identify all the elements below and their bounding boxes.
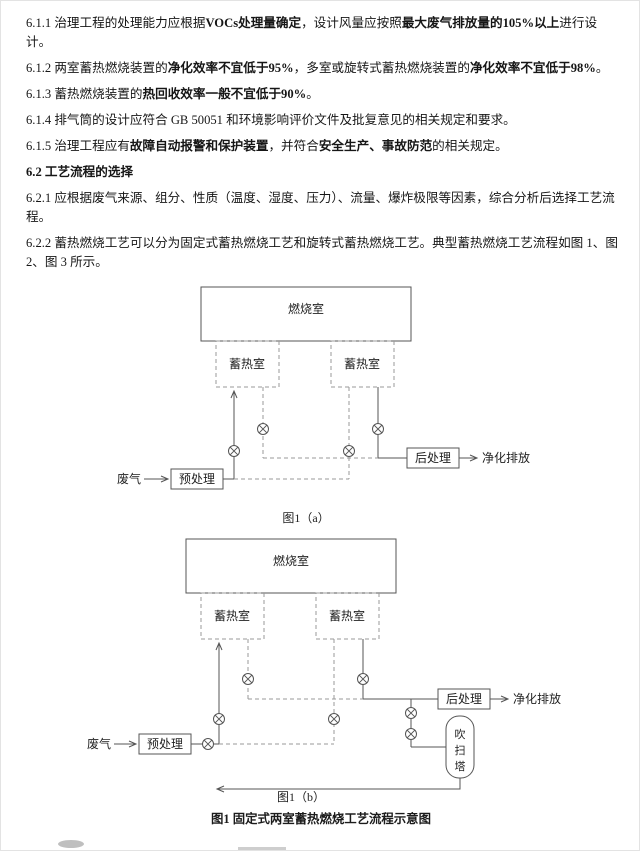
combustion-chamber-box	[200, 286, 412, 342]
regenerator-left-label: 蓄热室	[229, 356, 265, 371]
text-segment: 热回收效率一般不宜低于90%	[142, 87, 307, 101]
diagram-rto-fixed-b: 燃烧室 蓄热室 蓄热室 废气 预处理 后处理 净化排放 吹 扫 塔 图1（b）	[87, 538, 561, 804]
text-segment: ，设计风量应按照	[301, 16, 402, 30]
regenerator-right-box	[330, 340, 395, 388]
valve-icon	[343, 445, 355, 457]
purge-tower-label: 吹 扫 塔	[455, 728, 466, 773]
text-segment: ，并符合	[268, 139, 319, 153]
text-segment: 6.1.2 两室蓄热燃烧装置的	[26, 61, 168, 75]
purge-tower-char: 扫	[455, 744, 466, 757]
regenerator-left-box	[215, 340, 280, 388]
text-segment: ，多室或旋转式蓄热燃烧装置的	[293, 61, 470, 75]
fig-a-piping	[144, 286, 479, 490]
regenerator-left-box	[200, 592, 265, 640]
valve-icon	[357, 673, 369, 685]
combustion-chamber-label: 燃烧室	[273, 553, 309, 568]
para-6-1-5: 6.1.5 治理工程应有故障自动报警和保护装置，并符合安全生产、事故防范的相关规…	[26, 137, 621, 156]
fig-b-piping	[114, 538, 510, 793]
text-segment: 6.1.4 排气筒的设计应符合 GB 50051 和环境影响评价文件及批复意见的…	[26, 113, 516, 127]
para-6-1-2: 6.1.2 两室蓄热燃烧装置的净化效率不宜低于95%，多室或旋转式蓄热燃烧装置的…	[26, 59, 621, 78]
combustion-chamber-box	[185, 538, 397, 594]
purge-tower-char: 吹	[455, 728, 466, 741]
para-6-2-1: 6.2.1 应根据废气来源、组分、性质（温度、湿度、压力）、流量、爆炸极限等因素…	[26, 189, 621, 227]
text-segment: 6.2.1 应根据废气来源、组分、性质（温度、湿度、压力）、流量、爆炸极限等因素…	[26, 191, 615, 224]
fig-a-labels: 燃烧室 蓄热室 蓄热室 废气 预处理 后处理 净化排放 图1（a）	[117, 301, 530, 525]
valve-icon	[213, 713, 225, 725]
diagram-rto-fixed-a: 燃烧室 蓄热室 蓄热室 废气 预处理 后处理 净化排放 图1（a）	[117, 286, 530, 525]
valve-icon	[257, 423, 269, 435]
valve-icon	[405, 707, 417, 719]
regenerator-right-label: 蓄热室	[329, 608, 365, 623]
regenerator-right-label: 蓄热室	[344, 356, 380, 371]
purified-discharge-label: 净化排放	[513, 691, 561, 706]
waste-gas-label: 废气	[117, 471, 141, 486]
text-segment: 故障自动报警和保护装置	[129, 139, 269, 153]
text-segment: 。	[595, 61, 609, 75]
valve-icon	[202, 738, 214, 750]
text-segment: 6.1.3 蓄热燃烧装置的	[26, 87, 143, 101]
valve-icon	[242, 673, 254, 685]
waste-gas-label: 废气	[87, 736, 111, 751]
text-segment: VOCs处理量确定	[205, 16, 302, 30]
para-6-1-4: 6.1.4 排气筒的设计应符合 GB 50051 和环境影响评价文件及批复意见的…	[26, 111, 621, 130]
valve-icon	[405, 728, 417, 740]
purified-discharge-label: 净化排放	[482, 450, 530, 465]
para-6-1-3: 6.1.3 蓄热燃烧装置的热回收效率一般不宜低于90%。	[26, 85, 621, 104]
fig-a-caption: 图1（a）	[282, 511, 329, 525]
text-segment: 进行设计。	[26, 16, 598, 49]
body-text: 6.1.1 治理工程的处理能力应根据VOCs处理量确定，设计风量应按照最大废气排…	[26, 14, 621, 272]
valve-icon	[228, 445, 240, 457]
figure-main-caption: 图1 固定式两室蓄热燃烧工艺流程示意图	[211, 812, 431, 826]
text-segment: 的相关规定。	[432, 139, 508, 153]
text-segment: 最大废气排放量的105%以上	[401, 16, 560, 30]
text-segment: 6.2 工艺流程的选择	[26, 165, 134, 179]
text-segment: 6.2.2 蓄热燃烧工艺可以分为固定式蓄热燃烧工艺和旋转式蓄热燃烧工艺。典型蓄热…	[26, 236, 618, 269]
scan-artifact	[238, 847, 286, 850]
text-segment: 净化效率不宜低于95%	[167, 61, 294, 75]
fig-a-valves	[228, 423, 384, 457]
scan-artifact	[58, 840, 84, 848]
text-segment: 。	[306, 87, 319, 101]
para-6-2-2: 6.2.2 蓄热燃烧工艺可以分为固定式蓄热燃烧工艺和旋转式蓄热燃烧工艺。典型蓄热…	[26, 234, 621, 272]
fig-b-valves	[202, 673, 417, 750]
posttreatment-label: 后处理	[415, 451, 451, 465]
fig-b-labels: 燃烧室 蓄热室 蓄热室 废气 预处理 后处理 净化排放 吹 扫 塔 图1（b）	[87, 553, 561, 804]
text-segment: 6.1.5 治理工程应有	[26, 139, 130, 153]
regenerator-left-label: 蓄热室	[214, 608, 250, 623]
heading-6-2: 6.2 工艺流程的选择	[26, 163, 621, 182]
purge-tower-char: 塔	[455, 760, 466, 773]
combustion-chamber-label: 燃烧室	[288, 301, 324, 316]
regenerator-right-box	[315, 592, 380, 640]
text-segment: 6.1.1 治理工程的处理能力应根据	[26, 16, 206, 30]
pretreatment-label: 预处理	[179, 472, 215, 486]
valve-icon	[372, 423, 384, 435]
valve-icon	[328, 713, 340, 725]
purge-return-line	[215, 778, 461, 793]
posttreatment-label: 后处理	[446, 692, 482, 706]
text-segment: 净化效率不宜低于98%	[469, 61, 596, 75]
text-segment: 安全生产、事故防范	[318, 139, 433, 153]
fig-b-caption: 图1（b）	[277, 790, 325, 804]
para-6-1-1: 6.1.1 治理工程的处理能力应根据VOCs处理量确定，设计风量应按照最大废气排…	[26, 14, 621, 52]
pretreatment-label: 预处理	[147, 737, 183, 751]
